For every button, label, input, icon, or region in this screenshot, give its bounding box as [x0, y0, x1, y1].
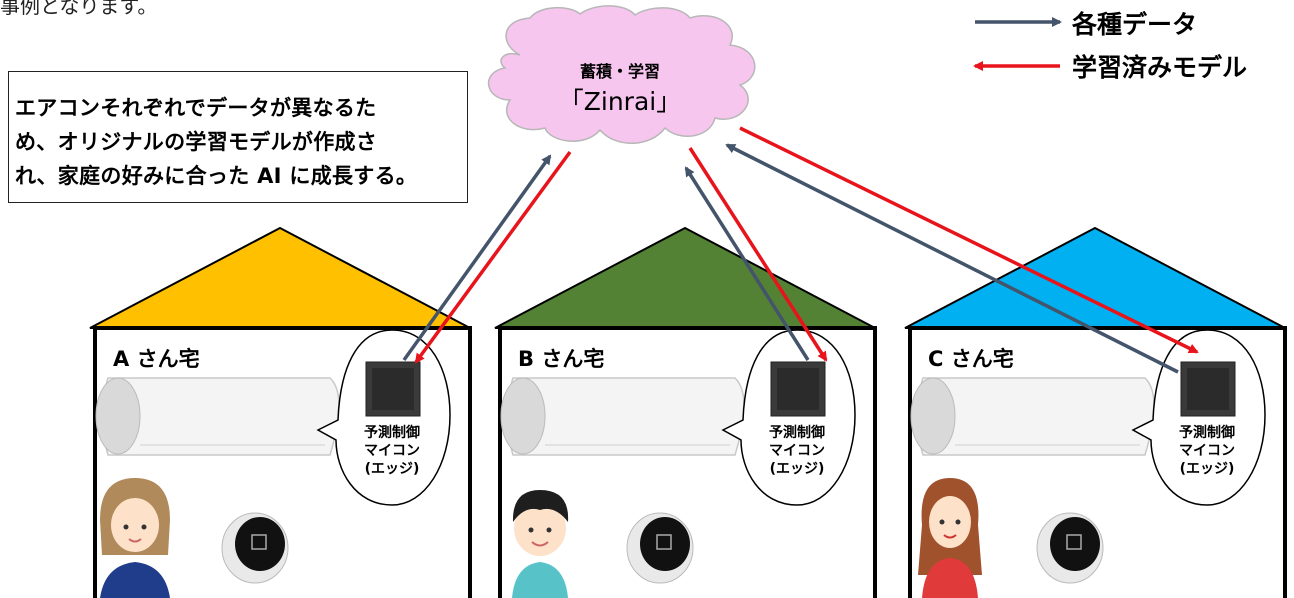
- chip-label-line1: 予測制御: [1179, 425, 1235, 441]
- chip-label-line3: (エッジ): [364, 461, 420, 477]
- chip-label-line2: マイコン: [769, 443, 825, 459]
- air-conditioner-a: [95, 377, 340, 456]
- data-arrow-a: [402, 154, 552, 362]
- note-line-1: エアコンそれぞれでデータが異なるた: [15, 96, 377, 120]
- cloud-name: 「Zinrai」: [558, 87, 682, 116]
- chip-label-a: 予測制御 マイコン (エッジ): [352, 424, 432, 478]
- house-label-c: C さん宅: [928, 347, 1014, 371]
- chip-b: [770, 361, 826, 417]
- model-arrow-a: [414, 150, 572, 364]
- house-label-b: B さん宅: [518, 347, 605, 371]
- note-line-2: め、オリジナルの学習モデルが作成さ: [15, 130, 378, 154]
- cloud-label: 蓄積・学習: [579, 62, 660, 81]
- legend-data-label: 各種データ: [1072, 10, 1198, 39]
- cloud-shape: [487, 5, 756, 144]
- chip-label-line2: マイコン: [1179, 443, 1235, 459]
- note-line-3: れ、家庭の好みに合った AI に成長する。: [15, 164, 418, 188]
- air-conditioner-b: [500, 377, 745, 456]
- chip-a: [365, 361, 421, 417]
- legend-model-label: 学習済みモデル: [1072, 53, 1248, 82]
- smart-speaker-a: [221, 512, 289, 584]
- chip-label-line3: (エッジ): [1179, 461, 1235, 477]
- chip-label-line2: マイコン: [364, 443, 420, 459]
- model-arrow-c: [739, 126, 1199, 354]
- person-icon-b: [512, 490, 569, 598]
- smart-speaker-c: [1036, 512, 1104, 584]
- chip-label-b: 予測制御 マイコン (エッジ): [757, 424, 837, 478]
- model-arrow-b: [688, 147, 828, 362]
- chip-label-line3: (エッジ): [769, 461, 825, 477]
- data-arrow-b: [684, 166, 810, 361]
- data-arrow-c: [725, 143, 1179, 374]
- person-icon-a: [100, 478, 170, 598]
- note-box: エアコンそれぞれでデータが異なるた め、オリジナルの学習モデルが作成さ れ、家庭…: [8, 71, 468, 203]
- chip-label-c: 予測制御 マイコン (エッジ): [1167, 424, 1247, 478]
- chip-label-line1: 予測制御: [769, 425, 825, 441]
- chip-c: [1180, 361, 1236, 417]
- air-conditioner-c: [910, 377, 1155, 456]
- person-icon-c: [918, 478, 982, 598]
- chip-label-line1: 予測制御: [364, 425, 420, 441]
- smart-speaker-b: [626, 512, 694, 584]
- house-label-a: A さん宅: [113, 347, 200, 371]
- top-caption: 事例となります。: [0, 0, 158, 18]
